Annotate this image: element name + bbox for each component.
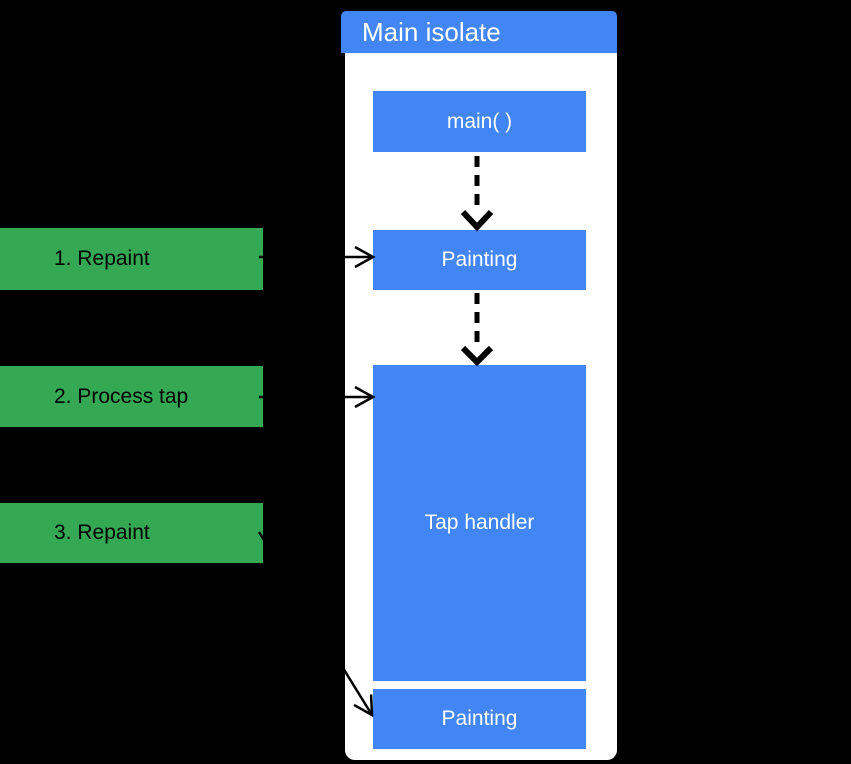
node-tap-handler-label: Tap handler <box>424 511 535 534</box>
main-isolate-title: Main isolate <box>362 16 501 47</box>
step-1-repaint: 1. Repaint <box>0 228 263 290</box>
step-2-process-tap: 2. Process tap <box>0 366 263 427</box>
node-tap-handler: Tap handler <box>373 365 586 681</box>
node-painting-1: Painting <box>373 230 586 290</box>
node-painting-2: Painting <box>373 689 586 749</box>
node-painting-1-label: Painting <box>441 248 518 271</box>
node-main-label: main( ) <box>446 109 513 133</box>
step-3-repaint: 3. Repaint <box>0 503 263 563</box>
main-isolate-header: Main isolate <box>341 11 617 53</box>
step-3-label: 3. Repaint <box>54 521 150 544</box>
step-2-label: 2. Process tap <box>54 384 189 408</box>
step-1-label: 1. Repaint <box>54 247 150 270</box>
node-main: main( ) <box>373 91 586 152</box>
node-painting-2-label: Painting <box>441 707 518 730</box>
